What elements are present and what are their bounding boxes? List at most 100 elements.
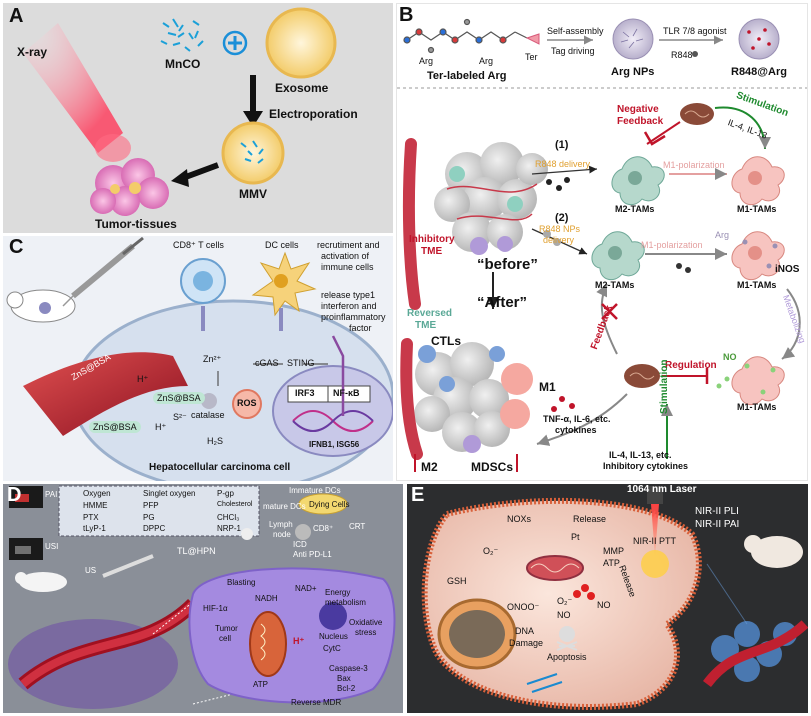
after-tumor-cluster: [414, 342, 533, 453]
legend-item-6: PTX: [83, 513, 99, 522]
r848-delivery-label: R848 delivery: [535, 159, 591, 169]
hif-label: HIF-1α: [203, 604, 228, 613]
mmp-label: MMP: [603, 546, 624, 556]
release-label-3: proinflammatory: [321, 312, 386, 322]
h2s-label: H₂S: [207, 436, 223, 446]
nir-ii-pli-label: NIR-II PLI: [695, 506, 739, 517]
panel-d: D PAI USI US TL@HPN Oxygen Singlet oxyge…: [3, 484, 403, 713]
xray-label: X-ray: [17, 45, 48, 59]
ter-labeled-molecule: [403, 18, 528, 54]
pt-label: Pt: [571, 532, 580, 542]
tumor-cell-label-1: Tumor: [215, 624, 238, 633]
cytc-label: CytC: [323, 644, 341, 653]
electroporation-label: Electroporation: [269, 107, 358, 121]
m1-tams-label-2: M1-TAMs: [737, 280, 777, 290]
dna-damage-label-2: Damage: [509, 638, 544, 648]
zns-bsa-label-2: ZnS@BSA: [89, 421, 141, 433]
nucleus-d: [319, 602, 347, 630]
anti-pd-label: Anti PD-L1: [293, 550, 332, 559]
h-plus-label-2: H⁺: [155, 422, 167, 432]
laser-label: 1064 nm Laser: [627, 484, 697, 495]
tumor-tissues-label: Tumor-tissues: [95, 217, 177, 231]
ros-label: ROS: [237, 398, 257, 408]
tumor-mass-d: [8, 598, 198, 709]
nir-ii-pai-label: NIR-II PAI: [695, 519, 740, 530]
m1-tams-label-1: M1-TAMs: [737, 204, 777, 214]
r848-nps-delivery-label-2: delivery: [543, 235, 575, 245]
panel-a-art: [23, 7, 337, 216]
ptt-burst: [641, 550, 669, 578]
panel-c: C CD8⁺ T cells DC cells recrutiment and …: [3, 236, 393, 481]
dna-damage-label-1: DNA: [515, 626, 535, 636]
bcl-label: Bcl-2: [337, 684, 356, 693]
before-tumor-cluster: [434, 142, 548, 255]
irf3-label: IRF3: [295, 388, 315, 398]
dying-cells-label: Dying Cells: [309, 500, 350, 509]
apoptosis-label: Apoptosis: [547, 652, 587, 662]
nadh-label: NADH: [255, 594, 278, 603]
ter-labeled-arg-label: Ter-labeled Arg: [427, 70, 507, 82]
tl-hpn-label: TL@HPN: [177, 546, 216, 556]
legend-box: [58, 485, 260, 537]
negative-feedback-label-1: Negative: [617, 104, 659, 115]
lymph-node-label-2: node: [273, 530, 291, 539]
reversed-tme-label-2: TME: [415, 320, 437, 331]
oxidative-label-1: Oxidative: [349, 618, 383, 627]
exosome-label: Exosome: [275, 81, 329, 95]
cytokines-label: cytokines: [555, 425, 597, 435]
exosome-vesicle: [265, 7, 337, 79]
panel-a: A X-ray MnCO Exosome Electroporation MMV…: [3, 3, 393, 233]
arg-label-2: Arg: [479, 56, 494, 66]
release-label-e1: Release: [573, 514, 607, 524]
us-label: US: [85, 566, 97, 575]
panel-b-art: [397, 18, 807, 472]
mdscs-label: MDSCs: [471, 460, 514, 474]
gsh-label: GSH: [447, 576, 467, 586]
mnco-particles: [160, 18, 204, 52]
blood-vessel: [23, 352, 188, 436]
tnf-label: TNF-α, IL-6, etc.: [543, 414, 611, 424]
tumor-cell-d: [188, 567, 396, 704]
mouse-icon: [6, 289, 76, 323]
recruitment-label-1: recrutiment and: [317, 240, 380, 250]
m1-polarization-label-2: M1-polarization: [641, 240, 703, 250]
legend-item-10: DPPC: [143, 524, 166, 533]
no-label-e2: NO: [597, 600, 611, 610]
caspase-label: Caspase-3: [329, 664, 368, 673]
panel-d-art: [8, 485, 396, 709]
cd8-label-d: CD8⁺: [313, 524, 334, 533]
zns-bsa-label-3: ZnS@BSA: [153, 392, 205, 404]
legend-item-2: P-gp: [217, 489, 234, 498]
release-label-1: release type1: [321, 290, 376, 300]
m1-tams-label-3: M1-TAMs: [737, 402, 777, 412]
dc-cell: [251, 251, 317, 317]
tlr-label: TLR 7/8 agonist: [663, 26, 727, 36]
o2-label-e: O₂⁻: [483, 546, 499, 556]
xray-beam: [23, 23, 123, 153]
onoo-label: ONOO⁻: [507, 602, 540, 612]
panel-d-label: D: [7, 484, 22, 506]
ctls-label: CTLs: [431, 334, 461, 348]
cd8-t-cell: [180, 258, 226, 304]
legend-item-8: CHCl₃: [217, 513, 240, 522]
m1-polarization-label-1: M1-polarization: [663, 160, 725, 170]
s2-label: S²⁻: [173, 412, 187, 422]
cd8-label: CD8⁺ T cells: [173, 240, 224, 250]
tumor-cluster-e: [703, 620, 808, 688]
mmv-vesicle: [221, 121, 285, 185]
noxs-label: NOXs: [507, 514, 532, 524]
m2-tams-label-1: M2-TAMs: [615, 204, 655, 214]
after-label: “After”: [477, 294, 528, 311]
r848-nps-delivery-label-1: R848 NPs: [539, 224, 581, 234]
blasting-label: Blasting: [227, 578, 256, 587]
self-assembly-label: Self-assembly: [547, 26, 604, 36]
tumor-cluster: [90, 158, 169, 216]
r848-arg-label: R848@Arg: [731, 66, 787, 78]
bax-label: Bax: [337, 674, 351, 683]
usi-label: USI: [45, 542, 59, 551]
apoptosis-icon: [556, 626, 578, 651]
nfkb-box: [327, 385, 371, 403]
crt-label: CRT: [349, 522, 366, 531]
nucleus-label: Nucleus: [319, 632, 348, 641]
energy-label-1: Energy: [325, 588, 351, 597]
